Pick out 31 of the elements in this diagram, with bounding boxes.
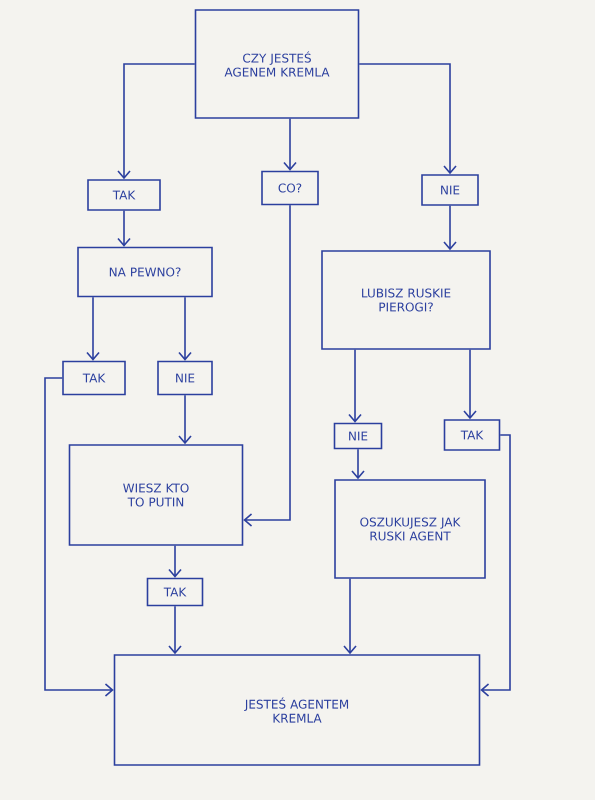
arrow — [178, 395, 192, 444]
arrow — [480, 434, 511, 697]
process-box: NA PEWNO? — [77, 246, 213, 298]
arrow — [117, 210, 131, 247]
arrow — [463, 350, 477, 420]
arrow — [359, 63, 457, 174]
arrow — [117, 63, 195, 180]
arrow — [351, 449, 365, 480]
process-box: JESTEŚ AGENTEM KREMLA — [114, 654, 480, 766]
arrow — [348, 350, 362, 423]
process-box: LUBISZ RUSKIE PIEROGI? — [321, 250, 491, 350]
arrow — [283, 118, 297, 171]
arrow — [243, 205, 291, 527]
process-box: TAK — [62, 360, 126, 396]
process-box: TAK — [146, 578, 204, 606]
arrow — [168, 546, 182, 578]
process-box: NIE — [334, 422, 382, 450]
process-box: WIESZ KTO TO PUTIN — [68, 444, 244, 546]
arrow — [44, 377, 114, 697]
arrow — [343, 578, 357, 654]
arrow — [443, 206, 457, 250]
process-box: CZY JESTEŚ AGENEM KREMLA — [194, 9, 360, 119]
arrow — [86, 297, 100, 361]
process-box: NIE — [421, 174, 479, 206]
process-box: OSZUKUJESZ JAK RUSKI AGENT — [334, 479, 486, 579]
process-box: NIE — [157, 360, 213, 396]
process-box: CO? — [261, 170, 319, 206]
process-box: TAK — [87, 179, 161, 211]
arrow — [168, 606, 182, 654]
process-box: TAK — [444, 419, 500, 451]
arrow — [178, 297, 192, 361]
